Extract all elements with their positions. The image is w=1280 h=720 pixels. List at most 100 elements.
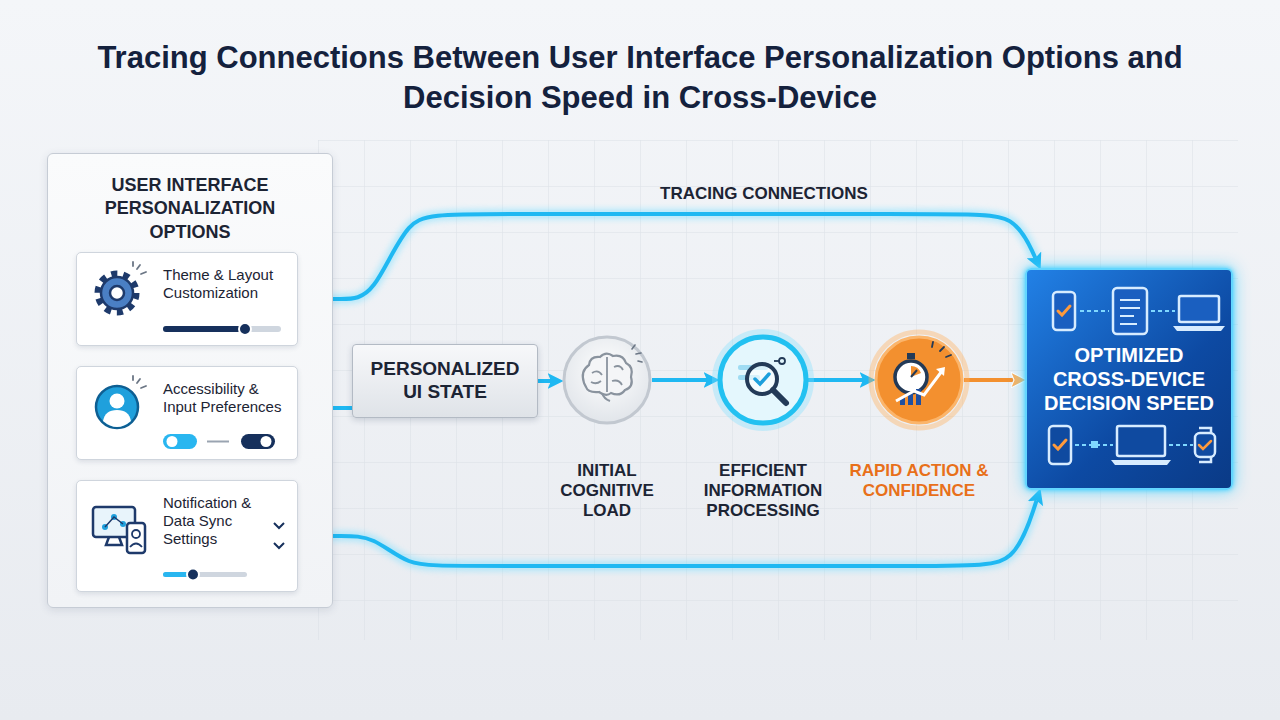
stage-label: EFFICIENT INFORMATION PROCESSING (697, 461, 829, 521)
option-card: Theme & Layout Customization (76, 252, 298, 346)
drawing-part (1113, 288, 1147, 334)
drawing-part (1179, 296, 1219, 322)
connector-glow (298, 500, 1037, 566)
drawing-part (207, 441, 229, 443)
result-box: OPTIMIZED CROSS-DEVICE DECISION SPEED (1025, 268, 1233, 490)
drawing-part (1111, 460, 1171, 465)
information-processing-circle (718, 335, 808, 425)
flow-connector (538, 379, 551, 383)
drawing-part (187, 569, 199, 581)
device-icons (1027, 416, 1235, 476)
cognitive-load-circle (562, 335, 652, 425)
connector-glow (964, 375, 1014, 385)
drawing-part (591, 357, 623, 392)
stage-circle: EFFICIENT INFORMATION PROCESSING (683, 335, 843, 521)
drawing-part (1120, 300, 1140, 324)
drawing-part (103, 410, 131, 427)
drawing-part (167, 436, 178, 447)
drawing-part (602, 393, 610, 401)
drawing-part (1117, 426, 1165, 456)
drawing-part (130, 544, 142, 548)
drawing-part (755, 374, 769, 384)
title-block: Tracing Connections Between User Interfa… (0, 38, 1280, 119)
drawing-part (241, 434, 275, 449)
drawing-part (779, 358, 785, 364)
connector-glow (538, 376, 551, 386)
drawing-part (1054, 440, 1066, 449)
dropdown-chevrons (271, 515, 287, 555)
drawing-part (876, 337, 962, 423)
node-label: OPTIMIZED CROSS-DEVICE DECISION SPEED (1037, 343, 1221, 415)
drawing-part (261, 436, 272, 447)
drawing-part (1091, 441, 1098, 448)
drawing-part (239, 323, 251, 335)
slider-widget (163, 322, 288, 336)
grid-area (318, 140, 1238, 640)
node-label: Accessibility & Input Preferences (163, 367, 293, 416)
drawing-part (1173, 326, 1225, 331)
drawing-part (907, 353, 915, 359)
drawing-part (127, 523, 145, 553)
person-icon (89, 375, 151, 437)
panel-heading: USER INTERFACE PERSONALIZATION OPTIONS (48, 154, 332, 244)
stage-label: INITIAL COGNITIVE LOAD (551, 461, 663, 521)
drawing-part (773, 390, 786, 403)
drawing-part (133, 376, 146, 388)
drawing-part (871, 332, 967, 428)
devices-icon (89, 497, 151, 559)
option-card: Notification & Data Sync Settings (76, 480, 298, 592)
drawing-part (110, 394, 125, 409)
drawing-part (163, 572, 247, 577)
flow-connector (964, 378, 1014, 382)
drawing-part (911, 370, 917, 377)
drawing-part (1195, 433, 1215, 457)
rapid-action-circle (874, 335, 964, 425)
drawing-part (895, 361, 927, 393)
drawing-part (106, 537, 122, 545)
drawing-part (1058, 306, 1070, 315)
drawing-part (720, 337, 806, 423)
drawing-part (105, 517, 123, 527)
options-panel: USER INTERFACE PERSONALIZATION OPTIONS T… (47, 153, 333, 608)
node-label: Theme & Layout Customization (163, 253, 293, 302)
flow-connector (298, 500, 1037, 566)
drawing-part (774, 360, 779, 362)
flow-connector (298, 214, 1035, 299)
diagram-title: Tracing Connections Between User Interfa… (90, 38, 1190, 119)
toggle-widget (163, 432, 288, 450)
drawing-part (101, 277, 133, 309)
drawing-part (132, 530, 140, 538)
stage-circle: INITIAL COGNITIVE LOAD (527, 335, 687, 521)
drawing-part (163, 434, 197, 449)
label-block: TRACING CONNECTIONS (660, 184, 868, 204)
drawing-part (1199, 441, 1211, 449)
gear-icon (89, 261, 151, 323)
drawing-part (110, 286, 124, 300)
drawing-part (911, 366, 921, 377)
slider-widget (163, 568, 288, 582)
stage-circle: RAPID ACTION & CONFIDENCE (839, 335, 999, 501)
drawing-part (163, 326, 245, 332)
drawing-part (896, 371, 942, 401)
drawing-part (274, 543, 284, 548)
drawing-part (564, 337, 650, 423)
drawing-part (163, 326, 281, 332)
drawing-part (632, 345, 642, 362)
state-box: PERSONALIZED UI STATE (352, 344, 538, 418)
connector-glow (808, 375, 863, 385)
flow-connector (652, 378, 707, 382)
flow-label: TRACING CONNECTIONS (660, 184, 868, 204)
option-card: Accessibility & Input Preferences (76, 366, 298, 460)
node-label: PERSONALIZED UI STATE (365, 358, 525, 404)
device-icons (1027, 284, 1235, 344)
connector-glow (652, 375, 707, 385)
drawing-part (1080, 310, 1109, 312)
drawing-part (1169, 444, 1193, 446)
drawing-part (274, 523, 284, 528)
drawing-part (1151, 310, 1175, 312)
drawing-part (583, 354, 632, 395)
drawing-part (936, 367, 945, 376)
connector-glow (298, 214, 1035, 299)
drawing-part (133, 262, 146, 274)
